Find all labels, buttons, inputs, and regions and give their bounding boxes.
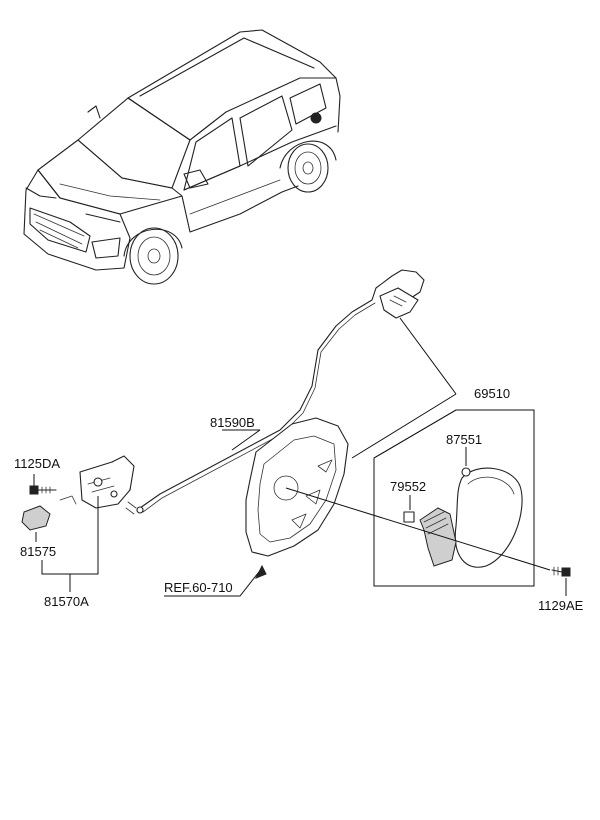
label-87551: 87551 (446, 432, 482, 447)
latch-assembly-81570a (21, 455, 135, 531)
latch-cover-81575 (21, 505, 51, 531)
fuel-door-spring-79552 (403, 511, 415, 523)
fuel-door-cap-87551 (461, 467, 471, 477)
bolt-1125da (29, 485, 57, 495)
fuel-filler-housing (245, 417, 349, 557)
leader-lines (33, 317, 567, 597)
label-79552: 79552 (390, 479, 426, 494)
label-1129ae: 1129AE (538, 598, 584, 613)
fuel-door-hinge (419, 507, 457, 567)
label-81575: 81575 (20, 544, 56, 559)
label-81590b: 81590B (210, 415, 255, 430)
fuel-door-panel (454, 467, 523, 568)
opener-cable-81590b (125, 269, 425, 515)
vehicle-illustration (23, 29, 341, 285)
part-labels: 69510 87551 79552 1129AE 81590B 1125DA 8… (14, 386, 584, 613)
label-69510: 69510 (474, 386, 510, 401)
label-ref-60-710: REF.60-710 (164, 580, 233, 595)
fuel-door-assembly-69510 (403, 467, 571, 577)
label-1125da: 1125DA (14, 456, 60, 471)
screw-1129ae (551, 566, 571, 577)
label-81570a: 81570A (44, 594, 89, 609)
